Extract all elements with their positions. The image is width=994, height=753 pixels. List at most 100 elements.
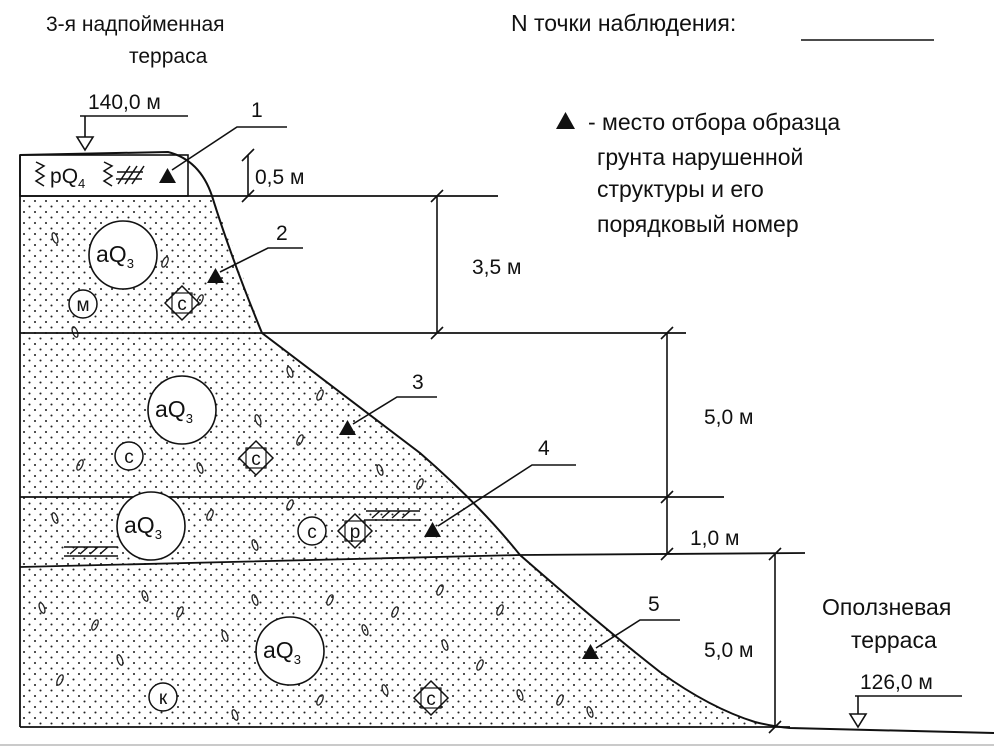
symbol-circle-k: к (148, 682, 178, 712)
symbol-diamond-c-3: с (412, 679, 450, 717)
pebble-mark (516, 689, 524, 701)
soil-index-label: pQ4 (50, 165, 85, 191)
sample-4: 4 (424, 437, 576, 537)
symbol-diamond-c-1: с (163, 284, 201, 322)
symbol-circle-m: м (68, 289, 98, 319)
sample-3: 3 (339, 371, 437, 435)
svg-text:с: с (177, 294, 187, 315)
layer-aq3-second (20, 333, 462, 497)
soil-layer (19, 154, 189, 197)
pebble-mark (231, 709, 239, 721)
svg-text:с: с (307, 522, 317, 543)
sample-triangle-icon (159, 168, 176, 183)
aq3-label-4: aQ3 (255, 616, 325, 686)
legend-line-3: структуры и его (597, 176, 764, 202)
pebble-mark (206, 509, 214, 521)
pebble-mark (441, 639, 449, 651)
layer-boundaries (19, 155, 806, 728)
pebble-mark (251, 539, 259, 551)
svg-text:aQ3: aQ3 (263, 637, 301, 667)
elevation-marker-bottom (848, 695, 962, 729)
terrace-title-line1: 3-я надпойменная (46, 13, 225, 36)
pebble-mark (51, 232, 59, 244)
legend-line-4: порядковый номер (597, 211, 799, 237)
hatched-lens-1 (366, 510, 420, 521)
symbol-circle-c-1: с (114, 441, 144, 471)
sample-triangle-icon (424, 522, 441, 537)
pebble-mark (221, 630, 229, 642)
pebble-mark (316, 694, 324, 706)
pebble-mark (176, 606, 184, 618)
pebble-marks (38, 232, 594, 721)
symbol-circle-c-2: с (297, 516, 327, 546)
pebble-mark (296, 434, 304, 446)
hatched-lens-2 (64, 546, 118, 557)
svg-text:м: м (76, 295, 89, 316)
elevation-bottom-label: 126,0 м (860, 671, 933, 694)
thickness-label-5: 5,0 м (704, 639, 753, 662)
slope-profile (19, 150, 994, 734)
symbol-diamond-c-2: с (237, 439, 275, 477)
pebble-mark (141, 590, 149, 602)
pebble-mark (476, 659, 484, 671)
svg-text:aQ3: aQ3 (124, 512, 162, 542)
pebble-mark (76, 459, 84, 471)
pebble-mark (196, 462, 204, 474)
pebble-mark (38, 602, 46, 614)
pebble-mark (326, 594, 334, 606)
pebble-mark (116, 654, 124, 666)
pebble-mark (496, 604, 504, 616)
pebble-mark (51, 512, 59, 524)
aq3-label-2: aQ3 (147, 375, 217, 445)
sample-number-1: 1 (251, 99, 263, 122)
svg-text:aQ3: aQ3 (96, 241, 134, 271)
sample-triangle-icon (339, 420, 356, 435)
elevation-marker-top (75, 115, 188, 152)
sample-1: 1 (159, 99, 287, 183)
aq3-label-3: aQ3 (116, 491, 186, 561)
svg-text:с: с (426, 689, 436, 710)
pebble-mark (316, 389, 324, 401)
sample-2: 2 (207, 222, 303, 283)
sample-number-4: 4 (538, 437, 550, 460)
layer-aq3-lower (20, 555, 780, 727)
sample-triangle-icon (207, 268, 224, 283)
svg-text:к: к (159, 688, 168, 709)
pebble-mark (286, 366, 294, 378)
symbol-diamond-p: р (336, 512, 374, 550)
pebble-mark (391, 606, 399, 618)
sample-number-5: 5 (648, 593, 660, 616)
thickness-label-4: 1,0 м (690, 527, 739, 550)
pebble-mark (381, 684, 389, 696)
svg-text:с: с (251, 449, 261, 470)
pebble-mark (254, 414, 262, 426)
sample-triangle-icon (582, 644, 599, 659)
thickness-label-3: 5,0 м (704, 406, 753, 429)
landslide-terrace-line2: терраса (851, 627, 937, 653)
legend-line-1: - место отбора образца (588, 109, 840, 135)
thickness-label-1: 0,5 м (255, 166, 304, 189)
sample-number-2: 2 (276, 222, 288, 245)
legend-triangle-icon (556, 112, 575, 129)
pebble-mark (91, 619, 99, 631)
svg-text:р: р (350, 522, 361, 543)
observation-point-label: N точки наблюдения: (511, 10, 736, 36)
pebble-mark (586, 706, 594, 718)
pebble-mark (251, 594, 259, 606)
legend-line-2: грунта нарушенной (597, 144, 803, 170)
soil-symbol (34, 161, 145, 187)
sample-number-3: 3 (412, 371, 424, 394)
pebble-mark (161, 256, 169, 268)
terrace-title-line2: терраса (129, 45, 208, 68)
pebble-mark (556, 694, 564, 706)
dimension-lines (241, 148, 782, 734)
pebble-mark (56, 674, 64, 686)
landslide-terrace-line1: Оползневая (822, 594, 951, 620)
svg-text:с: с (124, 447, 134, 468)
pebble-mark (286, 499, 294, 511)
elevation-top-label: 140,0 м (88, 91, 161, 114)
sample-5: 5 (582, 593, 680, 659)
thickness-label-2: 3,5 м (472, 256, 521, 279)
aq3-label-1: aQ3 (88, 220, 158, 290)
